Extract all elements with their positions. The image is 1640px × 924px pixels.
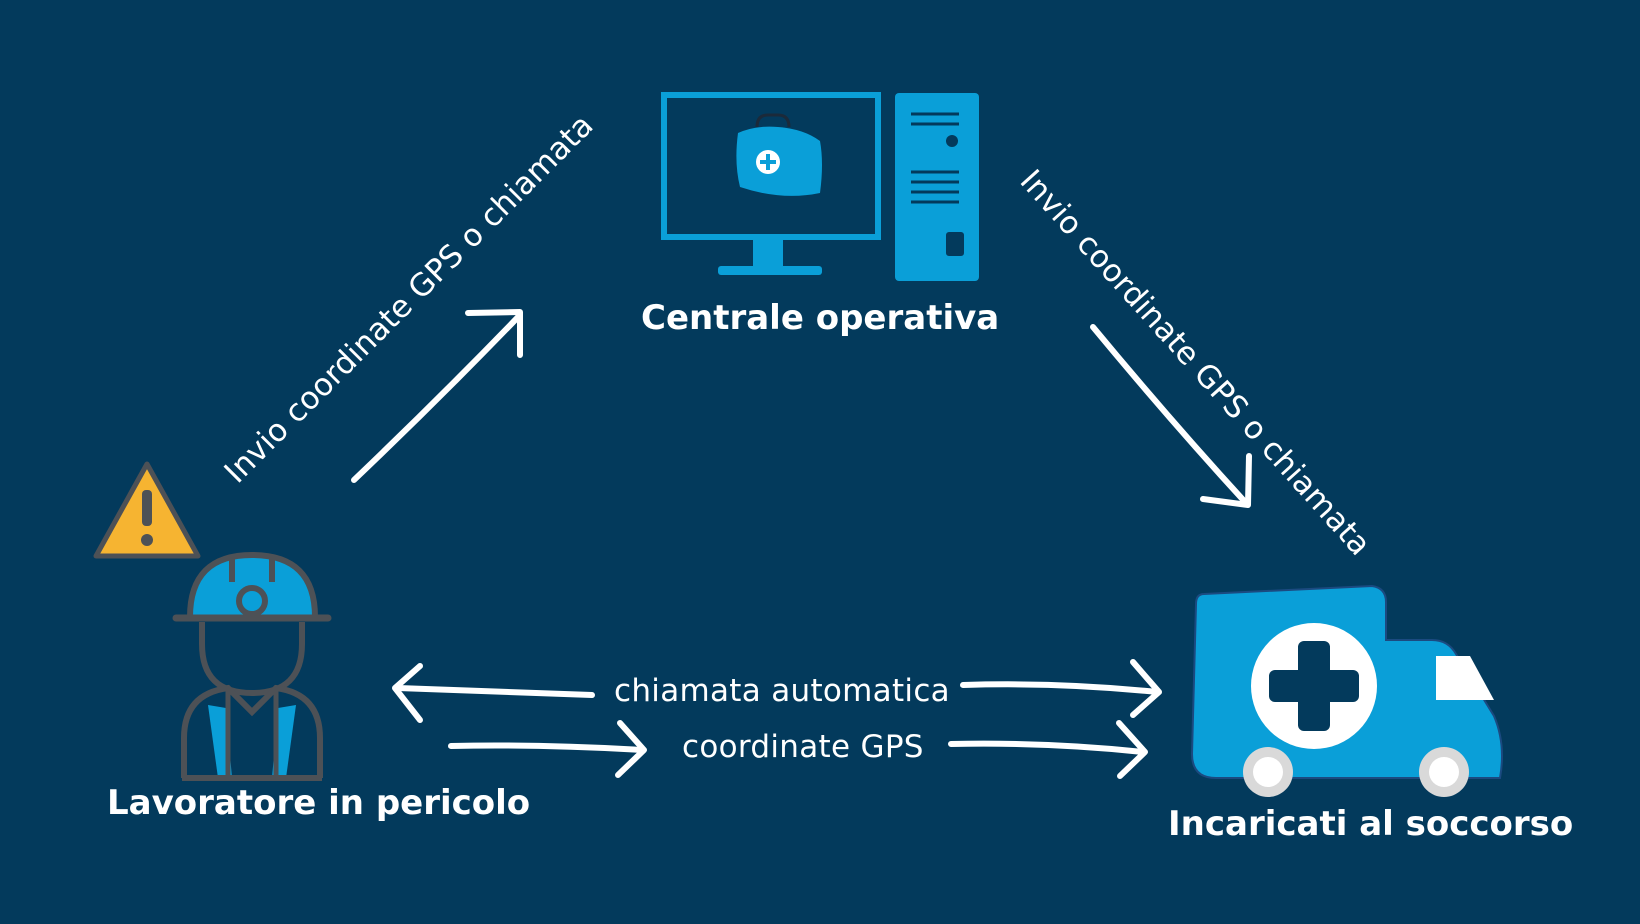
arrow-to-worker: [392, 663, 595, 723]
medical-bag-icon: [736, 113, 822, 196]
worker-icon: [172, 551, 332, 781]
computer-icon: [661, 92, 979, 281]
rescuers-label: Incaricati al soccorso: [1168, 804, 1574, 844]
control-center-label: Centrale operativa: [641, 298, 1000, 338]
worker-label: Lavoratore in pericolo: [107, 783, 531, 823]
auto-call-label: chiamata automatica: [614, 673, 950, 709]
arrow-center-to-rescuers: [1090, 324, 1252, 508]
arrow-gps-left-segment: [448, 720, 647, 778]
arrow-worker-to-center: [351, 309, 523, 483]
gps-coords-label: coordinate GPS: [682, 729, 924, 765]
arrow-to-rescuers-bottom: [948, 720, 1148, 779]
arrow-to-rescuers-top: [960, 659, 1162, 718]
warning-icon: [93, 461, 201, 559]
ambulance-icon: [1190, 584, 1503, 797]
